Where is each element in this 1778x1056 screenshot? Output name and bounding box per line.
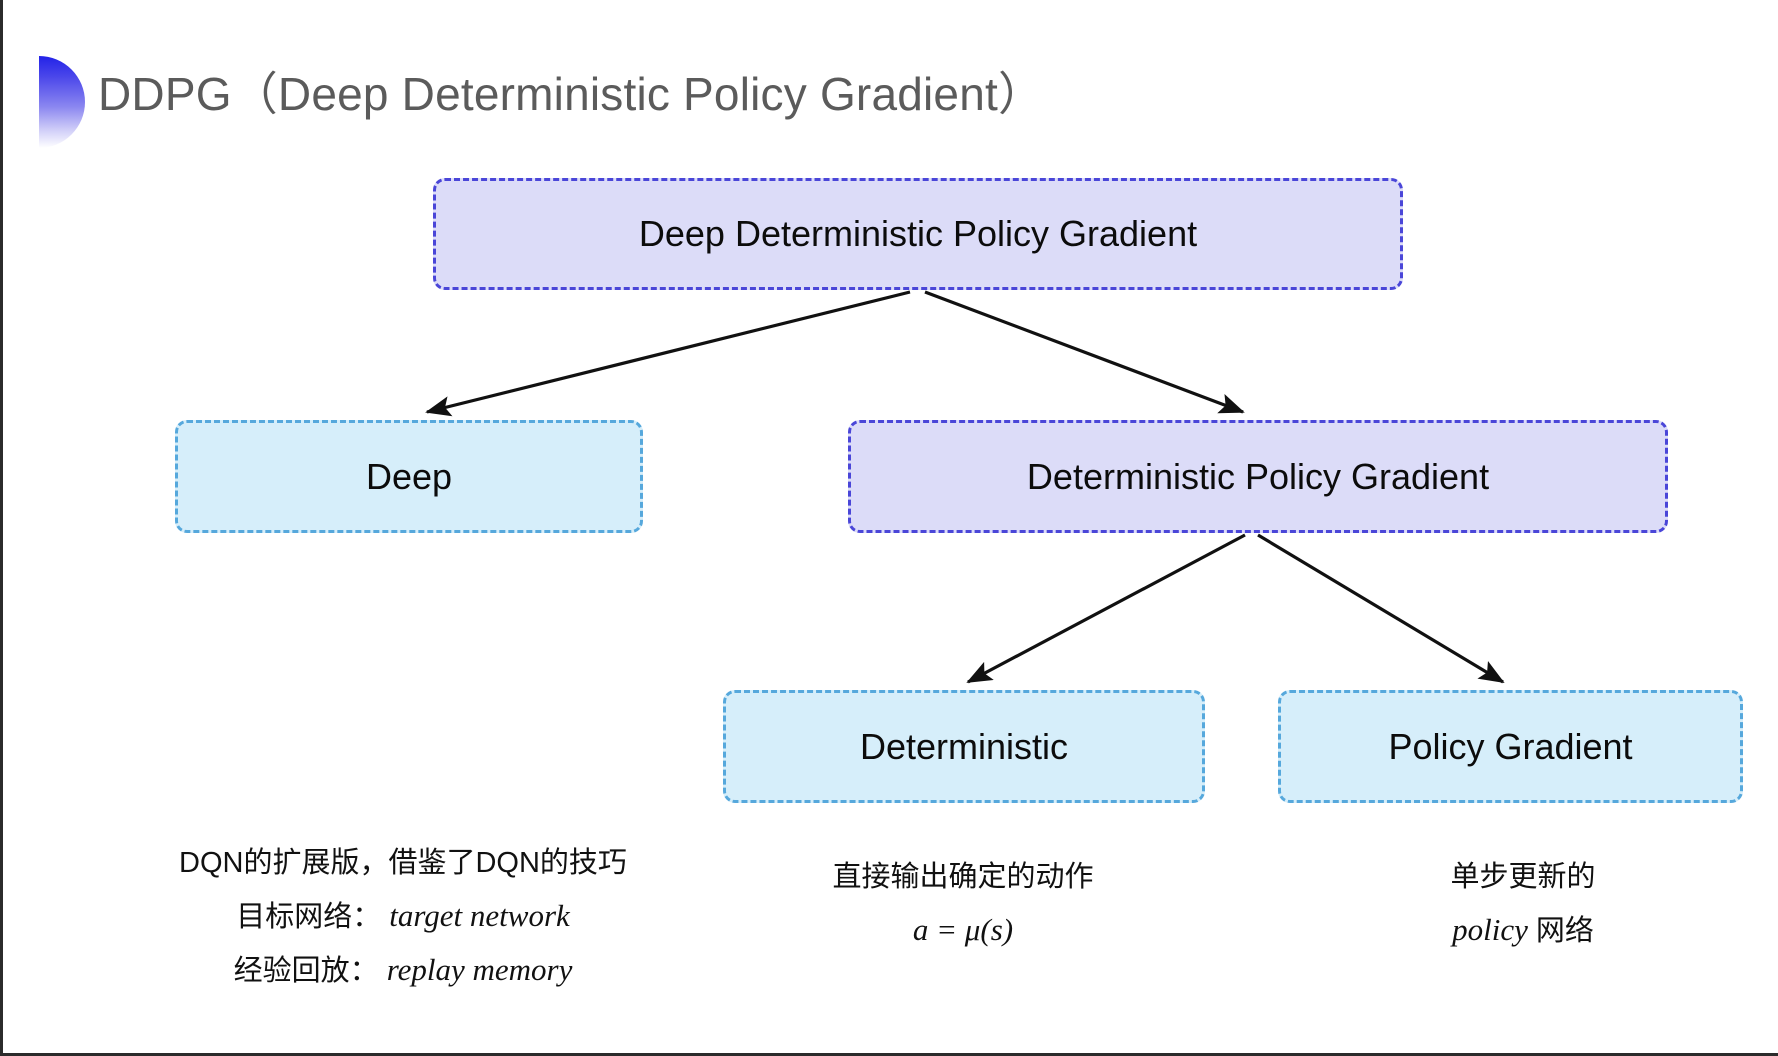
caption-deep-line3-term: replay memory bbox=[386, 952, 573, 987]
caption-deep-line2-label: 目标网络： bbox=[236, 900, 382, 933]
node-label: Policy Gradient bbox=[1388, 725, 1633, 767]
node-deterministic-policy-gradient[interactable]: Deterministic Policy Gradient bbox=[848, 420, 1668, 533]
node-label: Deterministic Policy Gradient bbox=[1026, 455, 1490, 497]
edge-root-to-deep bbox=[425, 290, 911, 417]
caption-deep-line1: DQN的扩展版，借鉴了DQN的技巧 bbox=[179, 847, 627, 879]
caption-deep-line3-label: 经验回放： bbox=[233, 955, 379, 987]
caption-deep: DQN的扩展版，借鉴了DQN的技巧 目标网络： target network 经… bbox=[153, 838, 653, 997]
edge-root-to-dpg bbox=[924, 290, 1245, 414]
caption-deterministic: 直接输出确定的动作 a = μ(s) bbox=[763, 852, 1163, 957]
node-deterministic[interactable]: Deterministic bbox=[723, 690, 1205, 803]
node-label: Deep bbox=[365, 455, 453, 497]
caption-deterministic-formula: a = μ(s) bbox=[912, 911, 1014, 947]
caption-policy-gradient: 单步更新的 policy 网络 bbox=[1323, 852, 1723, 957]
node-deep-deterministic-policy-gradient[interactable]: Deep Deterministic Policy Gradient bbox=[433, 178, 1403, 290]
caption-policy-gradient-line1: 单步更新的 bbox=[1450, 861, 1596, 893]
page-title: DDPG（Deep Deterministic Policy Gradient） bbox=[98, 68, 1045, 120]
node-deep[interactable]: Deep bbox=[175, 420, 643, 533]
node-policy-gradient[interactable]: Policy Gradient bbox=[1278, 690, 1743, 803]
caption-deep-line2-term: target network bbox=[389, 897, 570, 933]
caption-policy-gradient-term: policy bbox=[1452, 911, 1528, 947]
node-label: Deep Deterministic Policy Gradient bbox=[638, 213, 1198, 255]
node-label: Deterministic bbox=[859, 725, 1069, 767]
edge-dpg-to-deterministic bbox=[966, 533, 1246, 684]
edge-dpg-to-policy-gradient bbox=[1257, 533, 1505, 684]
title-accent-shape-icon bbox=[39, 56, 85, 148]
caption-deterministic-line1: 直接输出确定的动作 bbox=[832, 861, 1094, 893]
caption-policy-gradient-suffix: 网络 bbox=[1527, 914, 1594, 947]
